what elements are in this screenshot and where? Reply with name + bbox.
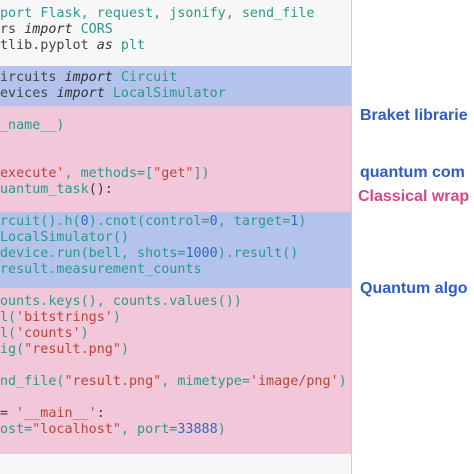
code-line: rcuit().h(0).cnot(control=0, target=1) (0, 214, 306, 230)
code-token: Flask, request, jsonify, send_file (40, 6, 315, 21)
code-token: ost= (0, 422, 33, 437)
code-line: tlib.pyplot as plt (0, 38, 145, 54)
code-token: "result.png" (64, 374, 162, 389)
code-token: tlib.pyplot (0, 38, 97, 53)
code-token: : (96, 406, 105, 421)
code-token: execute' (0, 166, 65, 181)
code-token: 33888 (177, 422, 218, 437)
code-token: = (0, 406, 17, 421)
code-token: rcuit().h( (0, 214, 81, 229)
code-token: as (96, 38, 113, 53)
code-token: 1000 (185, 246, 218, 261)
code-line: ost="localhost", port=33888) (0, 422, 226, 438)
code-token: ) (217, 422, 226, 437)
code-token: import (56, 86, 105, 101)
code-token: nd_file( (0, 374, 65, 389)
code-token: l( (0, 310, 17, 325)
code-token: result.measurement_counts (0, 262, 202, 277)
code-line: ounts.keys(), counts.values()) (0, 294, 242, 310)
code-token: , methods=[ (64, 166, 154, 181)
code-token: , port= (120, 422, 178, 437)
annotation-braket-libraries: Braket librarie quantum com (360, 68, 468, 220)
code-line: nd_file("result.png", mimetype='image/pn… (0, 374, 347, 390)
code-token: Circuit (112, 70, 178, 85)
quantum-algorithm-band (0, 212, 351, 288)
code-token: '__main__' (16, 406, 97, 421)
code-token: plt (112, 38, 146, 53)
code-line: LocalSimulator() (0, 230, 129, 246)
code-token: evices (0, 86, 57, 101)
code-token: ) (338, 374, 347, 389)
code-token: ) (112, 310, 121, 325)
classical-tail-band (0, 288, 351, 454)
code-line: evices import LocalSimulator (0, 86, 226, 102)
code-token: , mimetype= (161, 374, 250, 389)
code-line: rs import CORS (0, 22, 113, 38)
code-token: CORS (72, 22, 113, 37)
annotation-classical-wrapper: Classical wrap (358, 149, 469, 244)
code-line: _name__) (0, 118, 65, 134)
code-token: rs (0, 22, 25, 37)
code-token: ) (120, 342, 129, 357)
annotation-line: Quantum algo (360, 280, 468, 297)
code-line: l('counts') (0, 326, 89, 342)
code-line: l('bitstrings') (0, 310, 121, 326)
annotation-line: Braket librarie (360, 107, 468, 124)
code-token: 'counts' (16, 326, 81, 341)
braket-imports-band (0, 66, 351, 106)
code-token: 'image/png' (249, 374, 339, 389)
code-token: device.run(bell, shots= (0, 246, 186, 261)
code-token: ig( (0, 342, 25, 357)
code-line: uantum_task(): (0, 182, 113, 198)
code-token: 'bitstrings' (16, 310, 113, 325)
code-line: ig("result.png") (0, 342, 129, 358)
annotation-line: Classical wrap (358, 188, 470, 205)
code-token: 0 (209, 214, 218, 229)
code-line: execute', methods=["get"]) (0, 166, 210, 182)
code-token: uantum_task (0, 182, 89, 197)
code-token: "localhost" (32, 422, 121, 437)
code-token: ) (80, 326, 89, 341)
code-line: port Flask, request, jsonify, send_file (0, 6, 314, 22)
code-token: ).result() (217, 246, 299, 261)
code-token: import (24, 22, 73, 37)
code-line: device.run(bell, shots=1000).result() (0, 246, 298, 262)
annotation-line: quantum com (360, 164, 465, 181)
code-token: port (0, 6, 41, 21)
code-token: _name__) (0, 118, 65, 133)
code-token: , target= (217, 214, 291, 229)
code-token: (): (88, 182, 113, 197)
code-token: import (64, 70, 113, 85)
code-token: 1 (290, 214, 299, 229)
classical-wrapper-band (0, 106, 351, 212)
code-token: "result.png" (24, 342, 121, 357)
code-line: result.measurement_counts (0, 262, 202, 278)
code-token: ).cnot(control= (88, 214, 210, 229)
code-token: ]) (193, 166, 210, 181)
code-token: ) (298, 214, 307, 229)
annotation-quantum-algorithm: Quantum algo (360, 241, 468, 336)
code-token: ounts.keys(), counts.values()) (0, 294, 242, 309)
code-line: ircuits import Circuit (0, 70, 177, 86)
code-token: l( (0, 326, 17, 341)
code-token: "get" (153, 166, 194, 181)
code-token: 0 (80, 214, 89, 229)
code-line: = '__main__': (0, 406, 105, 422)
code-token: LocalSimulator() (0, 230, 129, 245)
code-token: LocalSimulator (104, 86, 226, 101)
code-token: ircuits (0, 70, 65, 85)
